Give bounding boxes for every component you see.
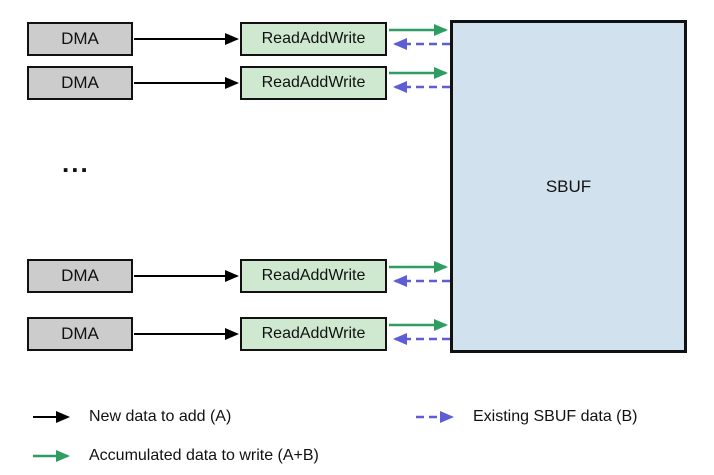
read-add-write-box-4: ReadAddWrite — [240, 317, 387, 351]
dma-box-3: DMA — [27, 259, 133, 293]
read-add-write-box-3: ReadAddWrite — [240, 259, 387, 293]
legend-label-accumulated-data: Accumulated data to write (A+B) — [89, 447, 319, 464]
read-add-write-box-2: ReadAddWrite — [240, 66, 387, 100]
dma-box-2: DMA — [27, 66, 133, 100]
read-add-write-box-1: ReadAddWrite — [240, 22, 387, 56]
legend-label-new-data: New data to add (A) — [89, 408, 232, 425]
sbuf-box: SBUF — [450, 20, 687, 353]
dma-box-4: DMA — [27, 317, 133, 351]
dma-box-1: DMA — [27, 22, 133, 56]
legend-label-existing-sbuf-data: Existing SBUF data (B) — [473, 408, 638, 425]
ellipsis-label: ... — [62, 148, 90, 178]
